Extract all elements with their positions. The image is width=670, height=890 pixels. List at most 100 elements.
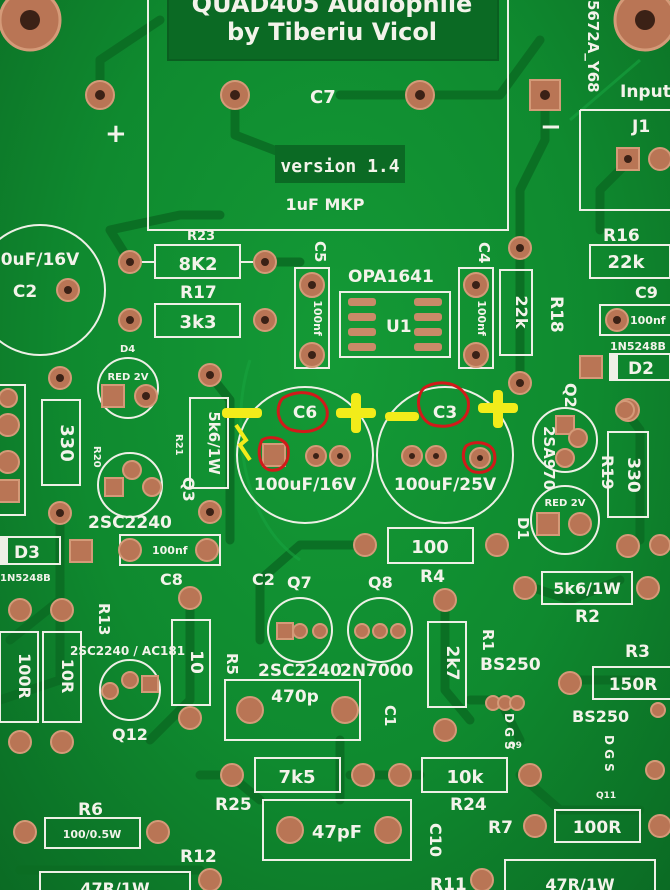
vias <box>615 400 670 780</box>
svg-text:C10: C10 <box>426 823 445 857</box>
svg-text:J1: J1 <box>631 117 650 137</box>
svg-text:100R: 100R <box>15 653 34 699</box>
r2: 5k6/1W R2 <box>513 571 660 627</box>
svg-text:3k3: 3k3 <box>179 312 216 333</box>
svg-text:D G S: D G S <box>502 713 516 750</box>
svg-text:Q12: Q12 <box>112 725 148 744</box>
c1: 470p C1 <box>224 679 399 741</box>
board-title: QUAD405 Audiophile <box>192 0 473 18</box>
r6: R6 100/0.5W R12 <box>13 800 217 867</box>
svg-text:D1: D1 <box>514 517 532 540</box>
svg-text:+: + <box>105 119 127 149</box>
svg-text:R23: R23 <box>187 229 215 244</box>
svg-text:R1: R1 <box>479 629 497 651</box>
c7-footprint: C7 + version 1.4 1uF MKP − <box>85 0 562 231</box>
c3-label: C3 <box>433 403 457 423</box>
svg-text:100nf: 100nf <box>311 300 324 336</box>
svg-text:BS250: BS250 <box>480 655 541 675</box>
svg-text:47R/1W: 47R/1W <box>80 879 150 890</box>
svg-text:Q11: Q11 <box>596 791 616 801</box>
r18: 22k R18 <box>499 236 566 395</box>
svg-text:1N5248B: 1N5248B <box>610 340 666 353</box>
svg-text:22k: 22k <box>607 252 645 273</box>
svg-text:10R: 10R <box>58 659 77 694</box>
r24: 10k R24 <box>388 757 542 815</box>
svg-text:C1: C1 <box>381 705 399 726</box>
svg-text:100R: 100R <box>573 818 622 838</box>
svg-text:100: 100 <box>411 537 449 558</box>
svg-text:R19: R19 <box>598 455 617 490</box>
svg-text:C2: C2 <box>252 570 275 589</box>
d1-led: D1 RED 2V <box>514 485 600 555</box>
q3: Q3 2SC2240 <box>88 452 198 533</box>
svg-text:5k6/1W: 5k6/1W <box>553 579 621 598</box>
svg-text:Q2: Q2 <box>561 383 580 408</box>
d2: 1N5248B D2 <box>579 340 670 381</box>
c7-label: C7 <box>310 87 336 108</box>
input-label: Input <box>620 82 670 102</box>
svg-text:R17: R17 <box>180 283 217 303</box>
svg-text:R2: R2 <box>575 607 600 627</box>
svg-text:RED 2V: RED 2V <box>107 372 148 383</box>
svg-text:10: 10 <box>186 650 206 674</box>
q9-bs250: BS250 D G S Q9 <box>480 655 541 751</box>
svg-text:100nf: 100nf <box>152 544 188 557</box>
svg-text:R5: R5 <box>223 653 241 675</box>
svg-text:R20: R20 <box>91 446 102 468</box>
c4: C4 100nf <box>458 242 494 369</box>
svg-text:330: 330 <box>623 457 643 493</box>
svg-text:C8: C8 <box>160 570 183 589</box>
vertical-code: 5672A_Y68 <box>584 0 602 93</box>
q7-q8: C2 Q7 Q8 2SC2240 2N7000 <box>252 570 414 681</box>
svg-text:R18: R18 <box>546 296 566 333</box>
svg-text:RED 2V: RED 2V <box>544 498 585 509</box>
title-area: QUAD405 Audiophile by Tiberiu Vicol <box>167 0 499 61</box>
d4-led: D4 RED 2V <box>97 344 159 419</box>
svg-text:22k: 22k <box>512 296 531 329</box>
svg-text:47R/1W: 47R/1W <box>545 875 615 890</box>
svg-text:C9: C9 <box>635 283 658 302</box>
r13: R13 100R 10R <box>0 598 113 754</box>
svg-text:2N7000: 2N7000 <box>340 661 414 681</box>
u1-opamp: OPA1641 U1 <box>339 267 451 358</box>
svg-text:Q3: Q3 <box>179 477 198 502</box>
r1: R1 2k7 <box>427 588 497 742</box>
svg-text:C5: C5 <box>311 241 329 262</box>
version-label: version 1.4 <box>280 156 399 177</box>
svg-text:C4: C4 <box>475 242 493 263</box>
svg-text:Q9: Q9 <box>508 741 522 751</box>
q2: Q2 2SA970 <box>532 383 598 490</box>
svg-text:0uF/16V: 0uF/16V <box>1 250 80 270</box>
minus-mark-c6 <box>222 408 262 418</box>
svg-text:D4: D4 <box>120 344 135 355</box>
svg-text:2k7: 2k7 <box>442 646 462 681</box>
svg-text:BS250: BS250 <box>572 707 629 726</box>
svg-text:100uF/16V: 100uF/16V <box>254 475 357 495</box>
svg-text:2SA970: 2SA970 <box>540 426 558 490</box>
svg-text:R4: R4 <box>420 567 445 587</box>
svg-text:OPA1641: OPA1641 <box>348 267 434 287</box>
svg-text:100nf: 100nf <box>630 314 666 327</box>
red-annotations <box>257 381 497 474</box>
svg-text:Q8: Q8 <box>368 573 393 592</box>
r23: R23 8K2 <box>118 229 277 279</box>
svg-text:R7: R7 <box>488 818 513 838</box>
svg-text:R11: R11 <box>430 875 467 890</box>
c6-capacitor: C6 100uF/16V <box>236 386 374 524</box>
q11-bs250: BS250 D G S Q11 <box>572 702 666 801</box>
svg-text:R25: R25 <box>215 795 252 815</box>
svg-text:10k: 10k <box>446 767 484 788</box>
c7-value: 1uF MKP <box>285 195 364 214</box>
yellow-annotations <box>222 390 518 462</box>
svg-text:D3: D3 <box>14 543 40 563</box>
q12: 2SC2240 / AC181 Q12 <box>70 644 185 744</box>
svg-text:R12: R12 <box>180 847 217 867</box>
r17: R17 3k3 <box>118 283 277 338</box>
r25: 7k5 R25 <box>215 757 375 815</box>
bottom-partials: 47R/1W R11 47R/1W <box>39 859 656 890</box>
svg-text:5k6/1W: 5k6/1W <box>205 411 223 475</box>
svg-text:47pF: 47pF <box>312 822 362 843</box>
svg-text:1N5248B: 1N5248B <box>0 573 51 584</box>
